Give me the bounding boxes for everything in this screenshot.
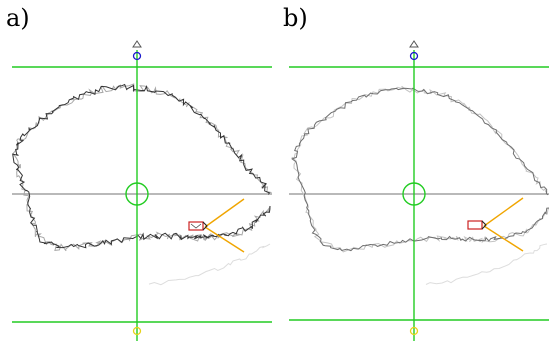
- trajectory-dark: [291, 87, 549, 252]
- shadow-trail: [148, 243, 271, 286]
- center-circle-icon: [402, 182, 426, 206]
- yellow-circle-icon: [409, 326, 419, 336]
- robot-heading-icon: [202, 221, 208, 231]
- trajectory-dark: [12, 83, 271, 249]
- panel-b: b): [277, 0, 549, 341]
- panel-a: a): [0, 0, 272, 341]
- fov-line-upper: [204, 198, 245, 228]
- robot-heading-icon: [481, 220, 487, 230]
- trajectory-light: [291, 85, 549, 253]
- blue-circle-icon: [132, 51, 142, 61]
- blue-circle-icon: [409, 51, 419, 61]
- yellow-circle-icon: [132, 326, 142, 336]
- up-arrow-icon: [132, 40, 142, 48]
- scene-a: [12, 40, 272, 341]
- trajectory-light: [12, 83, 272, 252]
- robot-icon: [188, 221, 204, 231]
- fov-line-upper: [483, 197, 524, 227]
- robot-inner-mark: [190, 223, 202, 229]
- up-arrow-icon: [409, 40, 419, 48]
- fov-line-lower: [204, 226, 245, 253]
- panel-label-a: a): [6, 4, 30, 32]
- scene-b: [289, 40, 549, 341]
- panel-label-b: b): [283, 4, 308, 32]
- robot-icon: [467, 220, 483, 230]
- fov-line-lower: [483, 225, 524, 252]
- center-circle-icon: [125, 182, 149, 206]
- shadow-trail: [425, 243, 548, 285]
